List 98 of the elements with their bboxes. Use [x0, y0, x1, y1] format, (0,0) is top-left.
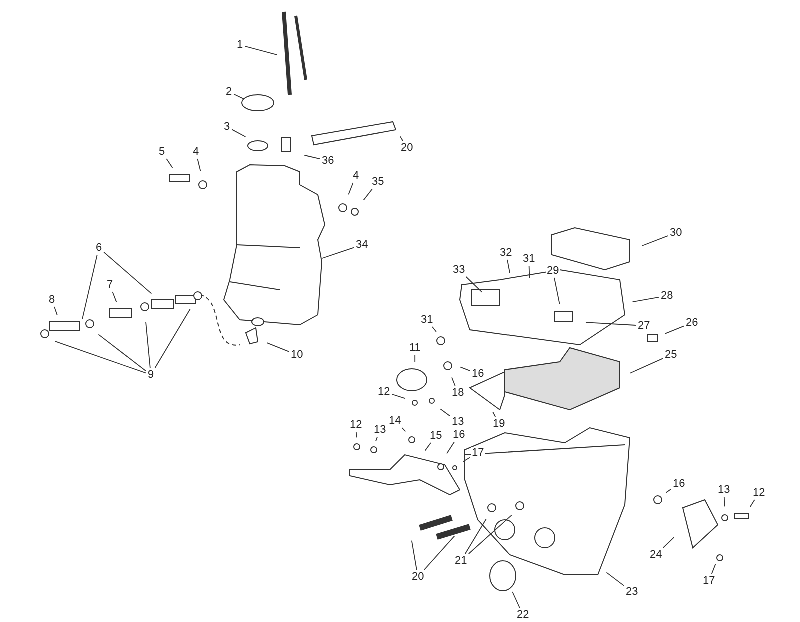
leader-line — [664, 326, 684, 334]
callout-number: 36 — [321, 155, 336, 167]
callout-number: 16 — [471, 368, 486, 380]
leader-line — [112, 292, 118, 303]
leader-line — [711, 564, 716, 574]
leader-line — [54, 341, 146, 374]
callout-number: 16 — [672, 478, 686, 490]
callout-number: 31 — [420, 314, 434, 326]
callout-number: 2 — [225, 86, 234, 98]
callout-number: 21 — [454, 555, 468, 567]
leader-line — [304, 155, 320, 160]
callout-number: 7 — [106, 279, 114, 291]
leader-line — [82, 254, 98, 320]
callout-number: 11 — [408, 342, 422, 354]
callout-number: 28 — [660, 290, 674, 302]
leader-line — [630, 358, 664, 374]
callout-number: 15 — [429, 430, 444, 442]
leader-line — [244, 46, 278, 56]
callout-number: 33 — [452, 264, 466, 276]
leader-line — [642, 236, 668, 246]
leader-line — [266, 342, 290, 352]
leader-line — [356, 432, 358, 438]
leader-line — [440, 408, 450, 417]
leader-line — [528, 266, 530, 279]
leader-line — [232, 129, 246, 138]
callout-number: 32 — [499, 247, 514, 259]
callout-number: 5 — [158, 146, 166, 158]
leader-line — [724, 496, 726, 508]
callout-number: 24 — [649, 549, 664, 561]
leader-line — [414, 354, 416, 362]
callout-number: 35 — [371, 176, 386, 188]
callout-number: 6 — [95, 242, 104, 254]
leader-line — [750, 500, 756, 508]
leader-line — [392, 394, 406, 400]
leader-line — [424, 536, 456, 570]
leader-line — [424, 442, 432, 452]
leader-line — [363, 188, 374, 201]
leader-line — [468, 514, 512, 554]
callout-number: 23 — [625, 586, 640, 598]
leader-line — [606, 572, 624, 586]
callout-number: 19 — [492, 418, 506, 430]
leader-line — [348, 182, 354, 196]
leader-line — [586, 322, 636, 326]
callout-number: 3 — [223, 121, 232, 133]
callout-number: 20 — [400, 142, 414, 154]
callout-number: 34 — [355, 239, 370, 251]
leader-line — [154, 308, 191, 368]
callout-number: 20 — [411, 571, 426, 583]
leader-line — [462, 457, 470, 462]
leader-line — [104, 252, 152, 294]
callout-number: 17 — [471, 447, 486, 459]
callout-number: 12 — [349, 419, 364, 431]
leader-line — [376, 436, 378, 442]
leader-line — [322, 247, 354, 259]
leader-line — [632, 296, 660, 303]
leader-line — [464, 518, 487, 554]
callout-number: 13 — [373, 424, 388, 436]
callout-number: 17 — [702, 575, 716, 587]
callout-number: 9 — [147, 369, 156, 381]
callout-number: 27 — [637, 320, 652, 332]
callout-number: 10 — [290, 349, 304, 361]
callout-number: 13 — [717, 484, 732, 496]
leader-line — [662, 537, 675, 548]
leader-line — [234, 94, 245, 100]
leader-line — [146, 322, 151, 368]
callout-number: 12 — [752, 487, 766, 499]
leader-line — [512, 592, 520, 608]
callout-number: 18 — [451, 387, 466, 399]
leader-line — [492, 412, 496, 418]
leader-line — [507, 260, 510, 274]
callout-number: 13 — [451, 416, 466, 428]
leader-line — [411, 540, 418, 570]
callout-number: 1 — [236, 39, 244, 51]
callout-number: 16 — [452, 429, 466, 441]
leader-line — [466, 276, 483, 293]
callout-number: 12 — [377, 386, 392, 398]
callout-number: 4 — [352, 170, 360, 182]
callout-number: 30 — [669, 227, 684, 239]
callout-number: 4 — [192, 146, 200, 158]
leader-line — [197, 158, 202, 172]
leader-line — [400, 136, 404, 142]
callout-number: 29 — [546, 265, 560, 277]
leader-line — [446, 442, 456, 454]
callout-number: 8 — [48, 294, 56, 306]
leader-line — [432, 326, 437, 332]
leader-line — [166, 158, 174, 168]
leader-line — [452, 377, 456, 386]
leader-line — [98, 334, 146, 372]
callout-number: 31 — [522, 253, 536, 265]
leader-line — [402, 428, 406, 432]
leader-line — [54, 306, 58, 316]
callout-number: 14 — [388, 415, 402, 427]
leader-line — [460, 366, 470, 372]
callout-number: 25 — [664, 349, 678, 361]
callout-number: 22 — [516, 609, 530, 621]
callout-number: 26 — [685, 317, 700, 329]
leader-line — [666, 489, 672, 494]
leader-line — [554, 278, 560, 305]
